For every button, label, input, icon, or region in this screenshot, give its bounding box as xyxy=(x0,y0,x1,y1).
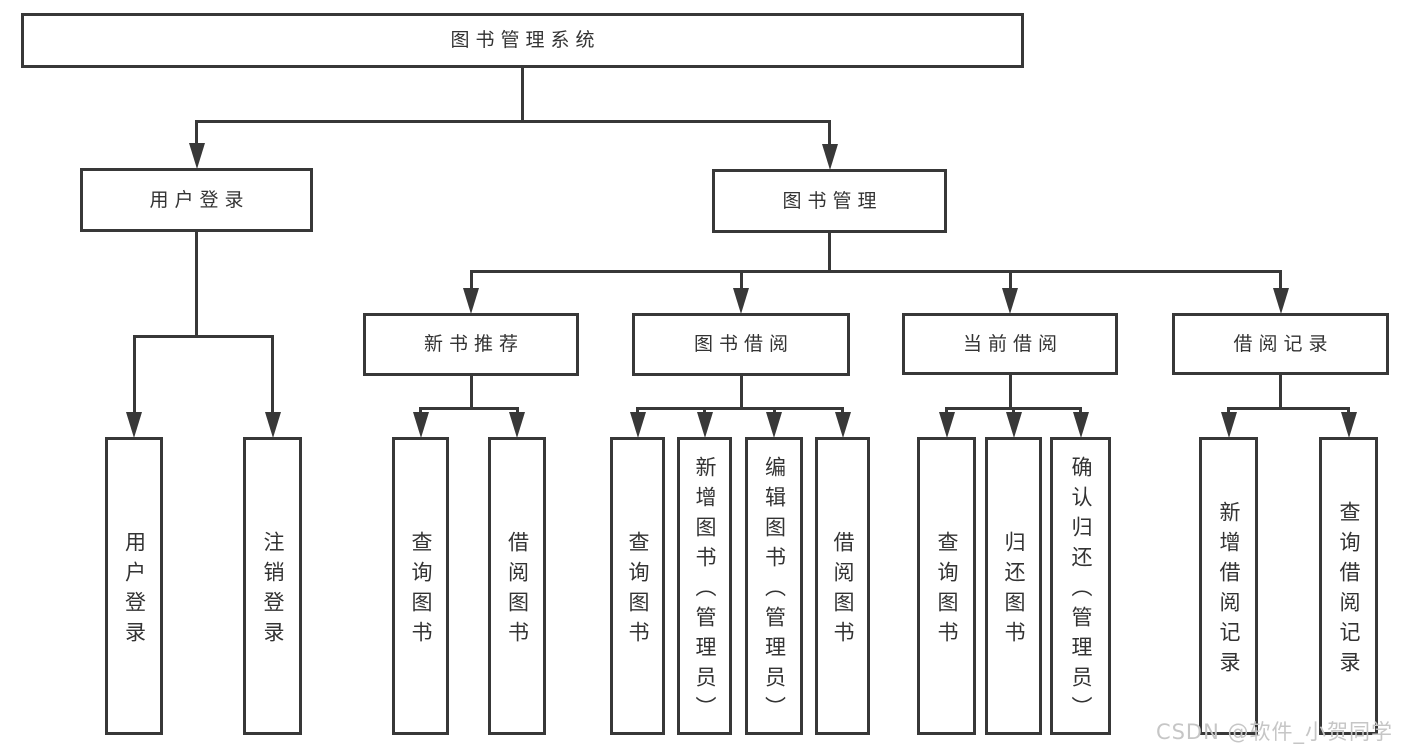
connector-line xyxy=(739,376,743,410)
connector-line xyxy=(945,410,948,413)
node-leaf-edit-book: 编辑图书（管理员） xyxy=(745,437,803,735)
connector-line xyxy=(772,410,776,413)
node-label-leaf-query-rec: 查询借阅记录 xyxy=(1337,500,1361,681)
node-root: 图书管理系统 xyxy=(21,13,1024,68)
node-cur-borrow: 当前借阅 xyxy=(902,313,1118,375)
connector-line xyxy=(828,233,831,273)
node-leaf-return: 归还图书 xyxy=(985,437,1042,735)
node-label-cur-borrow: 当前借阅 xyxy=(962,332,1063,355)
arrowhead-down-icon xyxy=(509,412,525,438)
node-leaf-confirm: 确认归还（管理员） xyxy=(1050,437,1111,735)
arrowhead-down-icon xyxy=(1002,288,1018,314)
connector-line xyxy=(1008,375,1012,410)
connector-line xyxy=(195,123,198,144)
node-label-leaf-edit-book: 编辑图书（管理员） xyxy=(762,455,787,726)
node-label-leaf-return: 归还图书 xyxy=(1002,530,1026,651)
connector-line xyxy=(469,376,473,410)
connector-line xyxy=(636,410,639,413)
connector-line xyxy=(1279,375,1282,410)
node-leaf-borrow-1: 借阅图书 xyxy=(488,437,546,735)
connector-line xyxy=(1279,273,1282,289)
node-leaf-add-rec: 新增借阅记录 xyxy=(1199,437,1258,735)
connector-line xyxy=(419,407,519,410)
connector-line xyxy=(419,410,422,413)
node-user-login: 用户登录 xyxy=(80,168,313,232)
arrowhead-down-icon xyxy=(1220,412,1237,438)
node-leaf-borrow-2: 借阅图书 xyxy=(815,437,870,735)
node-label-leaf-add-book: 新增图书（管理员） xyxy=(693,455,717,726)
node-leaf-query-3: 查询图书 xyxy=(917,437,976,735)
node-leaf-query-1: 查询图书 xyxy=(392,437,449,735)
node-leaf-login: 用户登录 xyxy=(105,437,163,735)
arrowhead-down-icon xyxy=(188,143,205,169)
node-label-user-login: 用户登录 xyxy=(149,188,250,211)
node-label-book-borrow: 图书借阅 xyxy=(693,333,794,355)
connector-line xyxy=(1012,410,1015,413)
node-label-leaf-logout: 注销登录 xyxy=(261,530,285,651)
connector-line xyxy=(945,407,1082,410)
node-label-root: 图书管理系统 xyxy=(450,29,601,51)
node-label-leaf-add-rec: 新增借阅记录 xyxy=(1217,500,1241,681)
arrowhead-down-icon xyxy=(1340,412,1357,438)
connector-line xyxy=(469,270,1282,273)
node-label-leaf-query-2: 查询图书 xyxy=(626,530,650,651)
connector-line xyxy=(1227,407,1350,410)
node-label-leaf-borrow-2: 借阅图书 xyxy=(831,530,855,651)
node-leaf-query-2: 查询图书 xyxy=(610,437,665,735)
arrowhead-down-icon xyxy=(463,288,479,314)
node-leaf-add-book: 新增图书（管理员） xyxy=(677,437,732,735)
node-borrow-rec: 借阅记录 xyxy=(1172,313,1389,375)
node-label-leaf-query-3: 查询图书 xyxy=(935,530,959,651)
connector-line xyxy=(1227,410,1230,413)
connector-line xyxy=(828,123,831,145)
node-label-leaf-query-1: 查询图书 xyxy=(409,530,433,651)
node-book-mgmt: 图书管理 xyxy=(712,169,947,233)
arrowhead-down-icon xyxy=(1272,288,1289,314)
arrowhead-down-icon xyxy=(938,412,955,438)
node-new-rec: 新书推荐 xyxy=(363,313,579,376)
connector-line xyxy=(195,120,831,123)
arrowhead-down-icon xyxy=(766,412,782,438)
connector-line xyxy=(132,335,274,338)
arrowhead-down-icon xyxy=(264,412,281,438)
arrowhead-down-icon xyxy=(629,412,646,438)
node-label-borrow-rec: 借阅记录 xyxy=(1233,332,1334,355)
connector-line xyxy=(739,273,743,289)
node-book-borrow: 图书借阅 xyxy=(632,313,850,376)
connector-line xyxy=(841,410,844,413)
node-leaf-logout: 注销登录 xyxy=(243,437,302,735)
node-label-leaf-borrow-1: 借阅图书 xyxy=(505,530,530,651)
connector-line xyxy=(469,273,473,289)
watermark: CSDN @软件_小贺同学 xyxy=(1155,720,1393,744)
connector-line xyxy=(521,68,524,123)
node-leaf-query-rec: 查询借阅记录 xyxy=(1319,437,1378,735)
arrowhead-down-icon xyxy=(696,412,713,438)
node-label-leaf-login: 用户登录 xyxy=(122,530,147,651)
arrowhead-down-icon xyxy=(733,288,749,314)
connector-line xyxy=(636,407,844,410)
connector-line xyxy=(195,232,198,338)
node-label-new-rec: 新书推荐 xyxy=(423,333,524,355)
arrowhead-down-icon xyxy=(1005,412,1022,438)
arrowhead-down-icon xyxy=(1072,412,1089,438)
connector-line xyxy=(271,338,274,413)
connector-line xyxy=(1008,273,1012,289)
connector-line xyxy=(1347,410,1350,413)
node-label-book-mgmt: 图书管理 xyxy=(782,189,883,212)
arrowhead-down-icon xyxy=(126,412,142,438)
connector-line xyxy=(132,338,136,413)
connector-line xyxy=(703,410,706,413)
connector-line xyxy=(515,410,519,413)
arrowhead-down-icon xyxy=(834,412,851,438)
arrowhead-down-icon xyxy=(412,412,429,438)
arrowhead-down-icon xyxy=(821,144,838,170)
node-label-leaf-confirm: 确认归还（管理员） xyxy=(1069,455,1093,726)
connector-line xyxy=(1079,410,1082,413)
